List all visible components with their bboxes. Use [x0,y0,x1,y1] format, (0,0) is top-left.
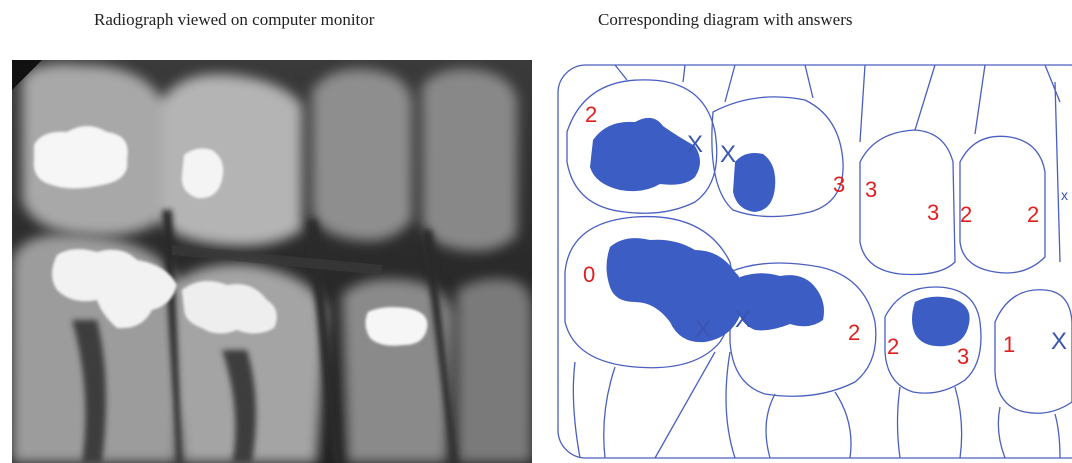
surface-x-mark-1: X [687,131,703,158]
caries-score-11: 1 [1003,332,1015,357]
lesions [590,118,970,346]
lesion-upper-premolar [733,153,775,212]
caries-score-2: 3 [833,172,845,197]
teeth-diagram: 2 3 3 3 2 2 0 2 2 3 1 X X X X X x [555,62,1072,463]
caries-score-9: 2 [887,334,899,359]
radiograph-image [12,60,532,463]
caries-score-1: 2 [585,102,597,127]
surface-x-mark-3: X [695,316,711,343]
caries-score-7: 0 [583,262,595,287]
caries-score-6: 2 [1027,202,1039,227]
surface-x-mark-5: X [1051,328,1067,355]
surface-x-mark-6: x [1061,187,1068,203]
caries-score-5: 2 [960,202,972,227]
caries-score-10: 3 [957,344,969,369]
diagram-caption: Corresponding diagram with answers [598,10,852,30]
surface-x-mark-2: X [720,141,736,168]
radiograph-caption: Radiograph viewed on computer monitor [94,10,374,30]
upper-premolar-outline-2 [860,130,955,275]
lesion-upper-molar [590,118,700,191]
caries-score-3: 3 [865,177,877,202]
lesion-lower-molar [607,238,746,342]
caries-score-4: 3 [927,200,939,225]
caries-score-8: 2 [848,320,860,345]
lesion-lower-premolar-2 [912,297,970,347]
surface-x-mark-4: X [735,306,751,333]
